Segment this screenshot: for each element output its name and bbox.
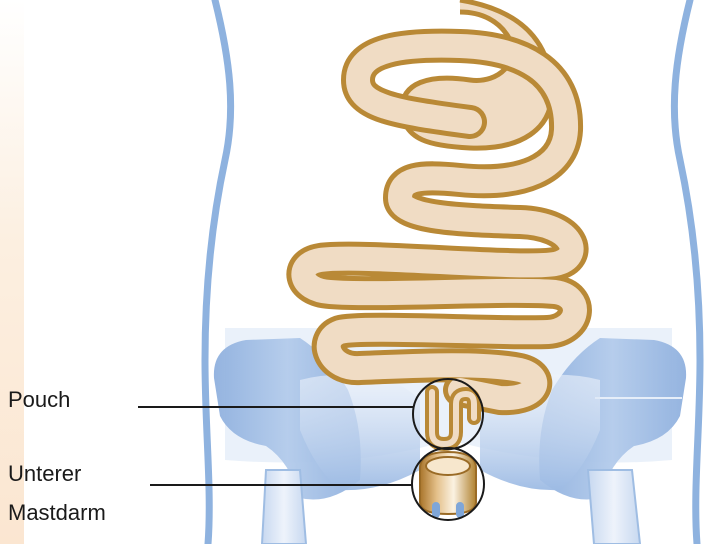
rectum-label-line1: Unterer xyxy=(8,459,81,489)
pouch-label: Pouch xyxy=(8,385,70,415)
left-femur xyxy=(262,470,306,544)
body-outline-right xyxy=(674,0,700,544)
right-femur xyxy=(588,470,640,544)
rectum-label-line2: Mastdarm xyxy=(8,498,106,528)
rectum-opening xyxy=(426,457,470,475)
small-intestine xyxy=(303,0,575,398)
body-outline-left xyxy=(205,0,231,544)
rectum-structure xyxy=(412,448,484,520)
